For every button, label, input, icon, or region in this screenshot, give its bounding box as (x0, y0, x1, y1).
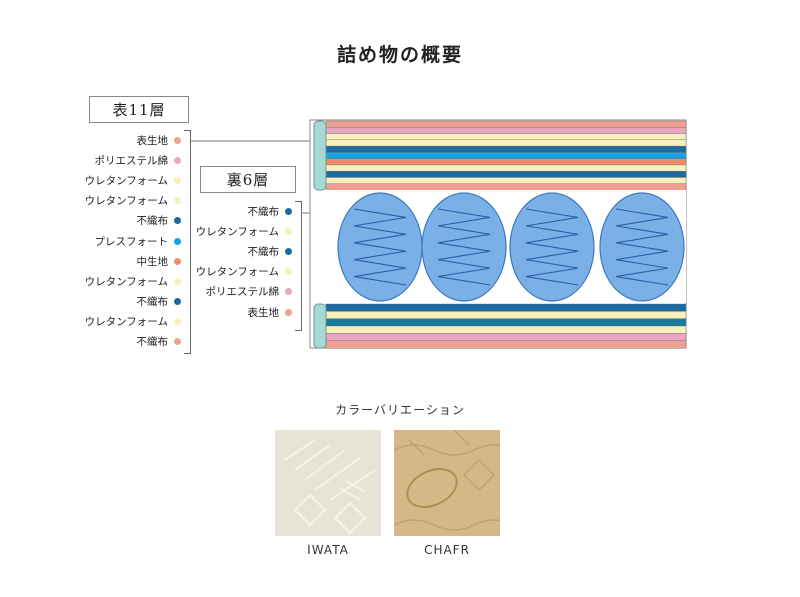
layer-color-dot (285, 268, 292, 276)
layer-name: プレスフォート (94, 235, 169, 248)
layer-name: ウレタンフォーム (195, 266, 279, 279)
swatch-name-chafr: CHAFR (424, 543, 470, 557)
bottom-layer-list: 不織布ウレタンフォーム不織布ウレタンフォームポリエステル綿表生地 (196, 201, 292, 322)
layer-color-dot (285, 227, 292, 235)
layer-color-dot (174, 277, 181, 285)
bottom-list-bracket (295, 201, 302, 331)
bottom-band-5 (325, 340, 687, 349)
top_group-layer-6: 中生地 (136, 251, 181, 271)
top_group-layer-3: ウレタンフォーム (85, 191, 181, 211)
layer-color-dot (285, 247, 292, 255)
layer-color-dot (174, 176, 181, 184)
iwata-fabric-pattern (275, 430, 381, 536)
page-title: 詰め物の概要 (336, 44, 463, 66)
spring-coil-3 (615, 208, 669, 286)
top-group-label: 表11層 (89, 96, 189, 123)
top-band-8 (325, 170, 687, 178)
top-band-3 (325, 139, 687, 147)
bottom_group-layer-2: 不織布 (247, 241, 292, 261)
bottom-band-0 (325, 303, 687, 312)
top-accent-bracket (313, 120, 327, 191)
layer-color-dot (174, 197, 181, 205)
layer-name: ウレタンフォーム (195, 225, 279, 238)
layer-name: ウレタンフォーム (84, 316, 168, 329)
top_group-layer-8: 不織布 (136, 292, 181, 312)
layer-color-dot (285, 308, 292, 316)
top-band-5 (325, 152, 687, 160)
layer-color-dot (174, 217, 181, 225)
bottom-band-3 (325, 325, 687, 334)
bottom_group-layer-1: ウレタンフォーム (196, 221, 292, 241)
top-band-2 (325, 133, 687, 141)
layer-name: 不織布 (247, 245, 280, 258)
layer-name: 不織布 (136, 296, 169, 309)
layer-color-dot (174, 257, 181, 265)
layer-name: ウレタンフォーム (84, 195, 168, 208)
bottom-accent-bracket (313, 303, 327, 349)
top_group-layer-4: 不織布 (136, 211, 181, 231)
layer-color-dot (285, 288, 292, 296)
bottom-band-4 (325, 333, 687, 342)
top-band-7 (325, 164, 687, 172)
top_group-layer-5: プレスフォート (94, 231, 181, 251)
bottom-group-label: 裏6層 (200, 166, 296, 193)
layer-name: 表生地 (247, 306, 280, 319)
layer-name: 不織布 (136, 215, 169, 228)
bottom_group-layer-5: 表生地 (247, 302, 292, 322)
layer-color-dot (174, 156, 181, 164)
top_group-layer-7: ウレタンフォーム (85, 271, 181, 291)
top_group-layer-0: 表生地 (136, 130, 181, 150)
color-variation-title: カラーバリエーション (335, 403, 465, 417)
spring-coil-2 (525, 208, 579, 286)
top_group-layer-10: 不織布 (136, 332, 181, 352)
top-layer-list: 表生地ポリエステル綿ウレタンフォームウレタンフォーム不織布プレスフォート中生地ウ… (85, 130, 181, 352)
swatch-chafr[interactable] (393, 429, 515, 536)
swatch-iwata[interactable] (275, 430, 381, 536)
layer-color-dot (174, 318, 181, 326)
top-band-6 (325, 158, 687, 166)
bottom_group-layer-0: 不織布 (247, 201, 292, 221)
top_group-layer-1: ポリエステル綿 (94, 150, 181, 170)
top-band-9 (325, 177, 687, 185)
layer-color-dot (174, 136, 181, 144)
bottom_group-layer-3: ウレタンフォーム (196, 262, 292, 282)
layer-name: ポリエステル綿 (205, 286, 280, 299)
layer-name: ウレタンフォーム (84, 275, 168, 288)
top-band-4 (325, 145, 687, 153)
bottom-band-2 (325, 318, 687, 327)
layer-color-dot (174, 298, 181, 306)
top-band-0 (325, 120, 687, 128)
layer-name: ウレタンフォーム (84, 174, 168, 187)
top_group-layer-2: ウレタンフォーム (85, 170, 181, 190)
top-band-1 (325, 127, 687, 135)
top-band-10 (325, 183, 687, 191)
bottom_group-layer-4: ポリエステル綿 (205, 282, 292, 302)
layer-name: 不織布 (136, 336, 169, 349)
spring-coil-1 (437, 208, 491, 286)
bottom-band-1 (325, 311, 687, 320)
layer-name: 不織布 (247, 205, 280, 218)
chafr-fabric-pattern (393, 429, 515, 536)
spring-coil-0 (353, 208, 407, 286)
layer-name: 表生地 (136, 134, 169, 147)
top_group-layer-9: ウレタンフォーム (85, 312, 181, 332)
layer-color-dot (174, 338, 181, 346)
layer-name: ポリエステル綿 (94, 154, 169, 167)
swatch-name-iwata: IWATA (307, 543, 349, 557)
layer-color-dot (285, 207, 292, 215)
top-list-bracket (184, 130, 191, 354)
layer-color-dot (174, 237, 181, 245)
layer-name: 中生地 (136, 255, 169, 268)
